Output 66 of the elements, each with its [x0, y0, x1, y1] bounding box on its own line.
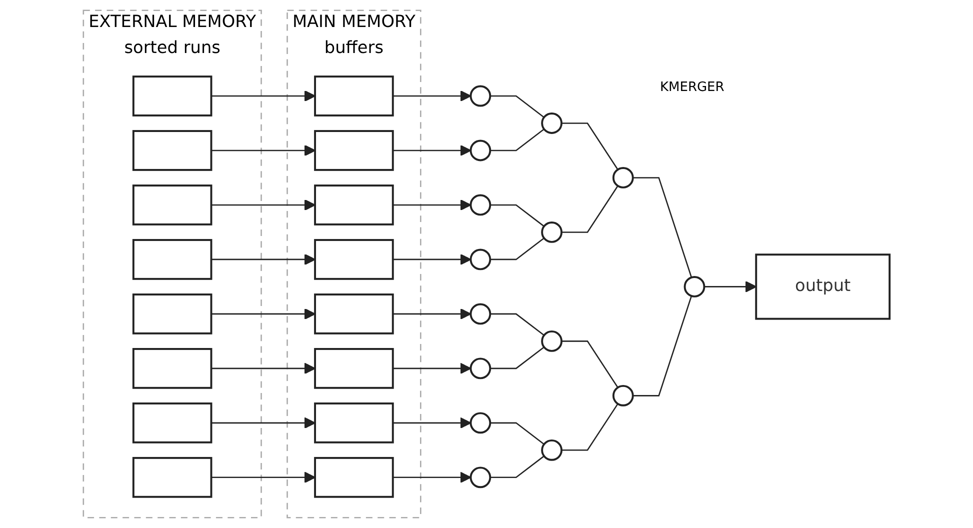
arrow	[392, 362, 472, 374]
node-circle	[470, 140, 492, 162]
arrow	[704, 281, 757, 292]
connector	[490, 422, 544, 445]
arrow	[211, 144, 316, 156]
node-box	[314, 184, 394, 226]
node-circle	[684, 276, 706, 298]
node-circle	[470, 194, 492, 216]
node-circle	[541, 222, 562, 243]
connector	[562, 340, 618, 388]
node-bar	[132, 239, 212, 280]
arrow	[392, 308, 472, 320]
node-circle	[470, 303, 492, 325]
cluster: MAIN MEMORY buffers	[286, 10, 422, 518]
node-circle	[470, 466, 492, 488]
connector	[490, 346, 544, 370]
node-circle	[541, 439, 562, 461]
connector	[490, 204, 544, 227]
node-bar	[132, 402, 212, 444]
arrow	[211, 90, 316, 102]
arrow	[211, 254, 316, 266]
node-box	[314, 456, 394, 498]
diagram-label: KMERGER	[660, 80, 724, 95]
arrow	[211, 417, 316, 429]
node-box	[314, 76, 394, 116]
arrow	[392, 199, 472, 211]
arrow	[211, 472, 316, 484]
node-box	[314, 348, 394, 389]
arrow	[392, 90, 472, 102]
arrow	[211, 362, 316, 374]
connector	[490, 313, 544, 336]
connector	[490, 95, 544, 118]
node-bar	[132, 348, 212, 389]
connector	[490, 128, 544, 152]
node-box	[314, 402, 394, 444]
connector	[632, 177, 692, 278]
connector	[562, 403, 618, 451]
node-bar	[132, 76, 212, 116]
connector	[562, 186, 618, 233]
arrow	[392, 254, 472, 266]
node-bar	[132, 184, 212, 226]
node-box	[314, 239, 394, 280]
node-circle	[541, 330, 562, 352]
node-circle	[470, 358, 492, 380]
node-circle	[612, 384, 634, 406]
arrow	[392, 144, 472, 156]
connector	[490, 456, 544, 478]
node-circle	[470, 248, 492, 270]
node-box: output	[755, 254, 891, 320]
node-bar	[132, 456, 212, 498]
connector	[490, 238, 544, 260]
arrow	[392, 472, 472, 484]
connector	[632, 296, 692, 396]
node-bar	[132, 294, 212, 334]
arrow	[392, 417, 472, 429]
arrow	[211, 199, 316, 211]
node-circle	[612, 167, 634, 188]
node-circle	[470, 85, 492, 107]
node-box	[314, 130, 394, 171]
node-circle	[470, 412, 492, 434]
cluster: EXTERNAL MEMORY sorted runs	[82, 10, 262, 518]
arrow	[211, 308, 316, 320]
connector	[562, 122, 618, 170]
node-box	[314, 294, 394, 334]
node-bar	[132, 130, 212, 171]
node-circle	[541, 112, 562, 134]
